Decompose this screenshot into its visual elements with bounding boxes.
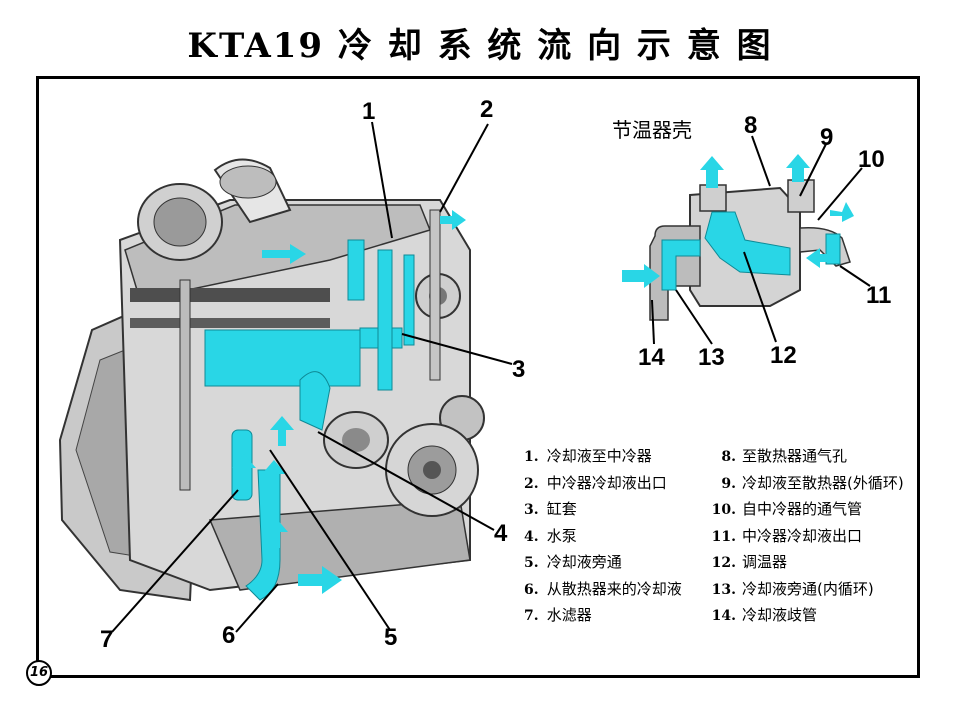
legend-item: 8.至散热器通气孔: [721, 447, 848, 465]
legend-item: 6. 从散热器来的冷却液: [524, 579, 682, 598]
diagram-frame: [36, 76, 920, 678]
callout-4: 4: [494, 520, 508, 547]
callout-13: 13: [698, 344, 725, 371]
diagram-title: KTA19 冷 却 系 统 流 向 示 意 图: [187, 26, 773, 66]
callout-3: 3: [512, 356, 526, 383]
legend-item: 2. 中冷器冷却液出口: [524, 473, 667, 492]
legend-item: 7. 水滤器: [524, 606, 592, 624]
flow-arrows: [232, 210, 466, 594]
legend-right: 8.至散热器通气孔 9.冷却液至散热器(外循环) 10.自中冷器的通气管 11.…: [708, 444, 904, 630]
callout-7: 7: [100, 626, 114, 653]
thermostat-housing-label: 节温器壳: [612, 118, 692, 142]
legend-item: 3. 缸套: [524, 500, 577, 518]
legend-left: 1. 冷却液至中冷器 2. 中冷器冷却液出口 3. 缸套 4. 水泵 5. 冷却…: [524, 444, 682, 630]
callout-6: 6: [222, 622, 236, 649]
callout-1: 1: [362, 98, 376, 125]
legend-item: 12.调温器: [711, 553, 788, 571]
thermostat-housing: [622, 154, 854, 321]
callout-9: 9: [820, 124, 834, 151]
coolant-flow: [204, 239, 415, 601]
legend-item: 5. 冷却液旁通: [524, 553, 622, 571]
leader-lines: [111, 121, 871, 633]
callout-8: 8: [744, 112, 758, 139]
legend-item: 10.自中冷器的通气管: [711, 500, 863, 518]
legend-item: 9.冷却液至散热器(外循环): [721, 473, 904, 492]
callout-11: 11: [866, 282, 892, 309]
callout-12: 12: [770, 342, 797, 369]
page-number-badge: 16: [26, 660, 52, 686]
legend-item: 1. 冷却液至中冷器: [524, 447, 652, 465]
callout-14: 14: [638, 344, 665, 371]
callout-10: 10: [858, 146, 885, 173]
callout-2: 2: [480, 96, 494, 123]
callout-5: 5: [384, 624, 398, 651]
legend-item: 11.中冷器冷却液出口: [711, 526, 863, 545]
legend-item: 14.冷却液歧管: [711, 606, 818, 624]
legend-item: 4. 水泵: [524, 526, 577, 545]
legend-item: 13.冷却液旁通(内循环): [711, 579, 874, 598]
